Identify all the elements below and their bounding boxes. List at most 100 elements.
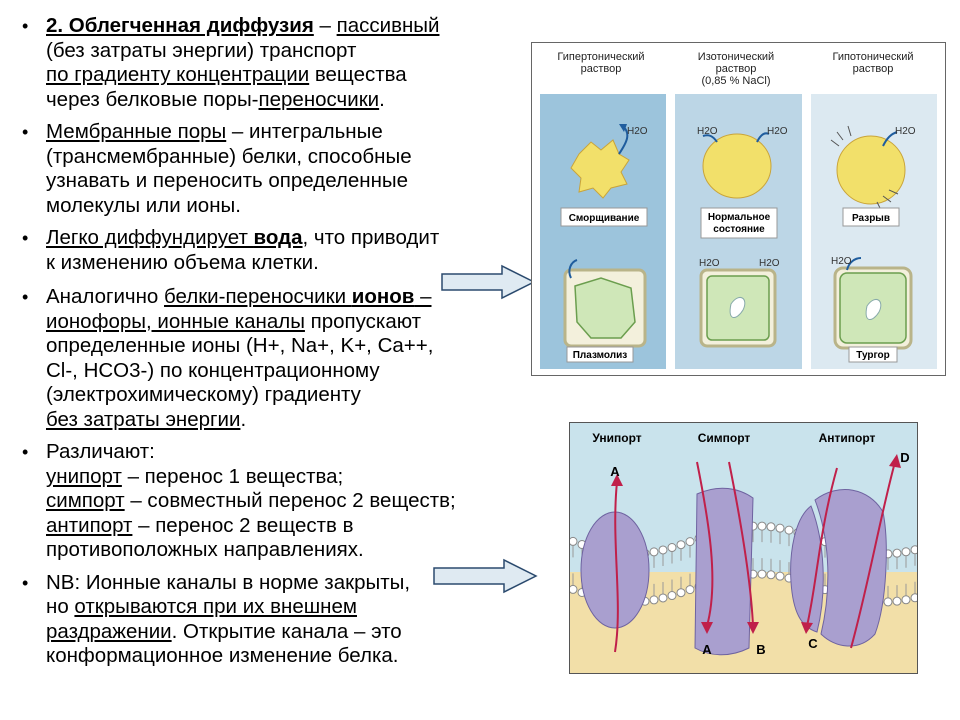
lipid-head	[569, 536, 578, 546]
bullet-text-segment: но	[46, 595, 75, 618]
bullet-text-segment: молекулы или ионы.	[46, 193, 241, 217]
lipid-head	[757, 521, 767, 531]
lipid-head	[766, 570, 776, 580]
bullet-text-segment: –	[414, 285, 432, 308]
bullet-text-segment: конформационное изменение белка.	[46, 644, 399, 667]
antiport-protein-left	[790, 505, 824, 633]
bullet-text-segment: 2. Облегченная диффузия	[46, 14, 314, 37]
lipid-head	[658, 593, 668, 603]
label-box	[560, 207, 648, 227]
right-arrow-icon	[433, 558, 538, 594]
lipid-head	[775, 571, 785, 581]
bullet-ion-carriers: •Аналогично белки-переносчики ионов –ион…	[14, 285, 526, 432]
arrowhead-icon	[619, 124, 627, 132]
lipid-head	[685, 537, 695, 547]
label-rupture: Разрыв	[852, 213, 890, 224]
bullet-text-segment: белки-переносчики	[164, 285, 352, 308]
shrunken-protoplast	[574, 277, 636, 339]
label-turgor: Тургор	[856, 350, 890, 361]
bullet-membrane-pores: •Мембранные поры – интегральные(трансмем…	[14, 120, 526, 218]
label-box	[566, 346, 634, 363]
label-box	[842, 207, 900, 227]
water-label: H2O	[697, 126, 718, 137]
bullet-text-segment: – интегральные	[226, 120, 383, 143]
lipid-head	[775, 523, 785, 533]
uniport-arrow-icon	[614, 481, 619, 653]
arrow-to-transport-figure	[433, 558, 538, 594]
symport-arrow-b-icon	[728, 461, 754, 627]
lipid-head	[658, 545, 668, 555]
right-arrow-icon	[441, 264, 536, 300]
bullet-text-segment: через белковые поры-	[46, 87, 259, 111]
shrunken-cell	[570, 139, 630, 199]
bullet-transport-types: •Различают:унипорт – перенос 1 вещества;…	[14, 440, 526, 563]
bullet-dot-icon: •	[22, 228, 29, 248]
lipid-head	[649, 547, 659, 557]
bullet-facilitated-diffusion: •2. Облегченная диффузия – пассивный(без…	[14, 14, 526, 112]
bullet-text-segment: узнавать и переносить определенные	[46, 169, 409, 192]
title-uniport: Унипорт	[592, 431, 641, 445]
lipid-head	[667, 543, 677, 553]
bullet-text-segment: вода	[253, 226, 303, 249]
lipid-head	[676, 540, 686, 550]
lipid-head	[784, 525, 794, 535]
membrane-transport-figure: Унипорт Симпорт Антипорт A A B C D	[569, 422, 918, 674]
water-out-arrow-icon	[756, 132, 770, 143]
vacuole	[865, 298, 882, 320]
bullet-text-segment: , что приводит	[302, 226, 440, 249]
lipid-head	[766, 522, 776, 532]
rupture-lines	[830, 125, 899, 211]
bullet-text-segment: –	[313, 14, 337, 37]
lipid-head	[649, 595, 659, 605]
water-label: H2O	[895, 126, 916, 137]
arrow-to-osmosis-figure	[441, 264, 536, 300]
water-label: H2O	[831, 256, 852, 267]
label-a-symport: A	[702, 642, 712, 657]
bullet-text-segment: определенные ионы (Н+, Na+, K+, Ca++,	[46, 334, 434, 357]
bullet-text-segment: Легко диффундирует	[46, 226, 254, 249]
bullet-text-segment: без затраты энергии	[46, 407, 241, 431]
bullet-text-segment: – совместный перенос 2 веществ;	[124, 489, 456, 512]
bullet-text-segment: переносчики	[258, 87, 380, 111]
bullet-text-segment: . Открытие канала – это	[171, 619, 402, 643]
water-label: H2O	[767, 126, 788, 137]
bullet-text-segment: пассивный	[336, 14, 440, 37]
water-in-arrow-icon	[846, 257, 862, 271]
arrowhead-icon	[701, 622, 713, 634]
bullet-text-segment: пропускают	[304, 309, 422, 333]
bullet-text-segment: Аналогично	[46, 285, 165, 308]
bullet-text-segment: унипорт	[46, 464, 122, 488]
water-label: H2O	[759, 258, 780, 269]
bullet-text-segment: – перенос 2 веществ в	[132, 513, 354, 537]
lipid-head	[892, 596, 902, 606]
bullet-dot-icon: •	[22, 16, 29, 36]
bullet-ion-channels: •NB: Ионные каналы в норме закрыты,но от…	[14, 571, 526, 669]
symport-arrow-a-icon	[696, 461, 714, 627]
bullet-text-segment: NB: Ионные каналы в норме закрыты,	[46, 570, 411, 594]
bullet-text-segment: Различают:	[46, 440, 155, 463]
water-label: H2O	[627, 126, 648, 137]
bullet-text-segment: ионофоры, ионные каналы	[46, 309, 305, 333]
lipid-head	[569, 584, 578, 594]
label-d-antiport: D	[900, 450, 909, 465]
label-shrinkage: Сморщивание	[569, 213, 640, 224]
bullet-text-segment: (трансмембранные) белки, способные	[46, 144, 412, 168]
bullet-text-segment: симпорт	[46, 489, 125, 512]
vacuole	[729, 296, 746, 318]
bullet-text-segment: антипорт	[46, 513, 133, 537]
lipid-head	[667, 591, 677, 601]
arrowhead-icon	[747, 622, 759, 634]
bullet-text-segment: – перенос 1 вещества;	[121, 464, 344, 488]
bullet-text-segment: по градиенту концентрации	[46, 63, 310, 86]
title-symport: Симпорт	[698, 431, 751, 445]
lipid-head	[676, 588, 686, 598]
bullet-text-segment: (электрохимическому) градиенту	[46, 383, 361, 406]
bullet-text-segment: открываются при их внешнем	[74, 595, 357, 618]
label-c-antiport: C	[808, 636, 818, 651]
bullet-text-segment: Мембранные поры	[46, 120, 227, 143]
